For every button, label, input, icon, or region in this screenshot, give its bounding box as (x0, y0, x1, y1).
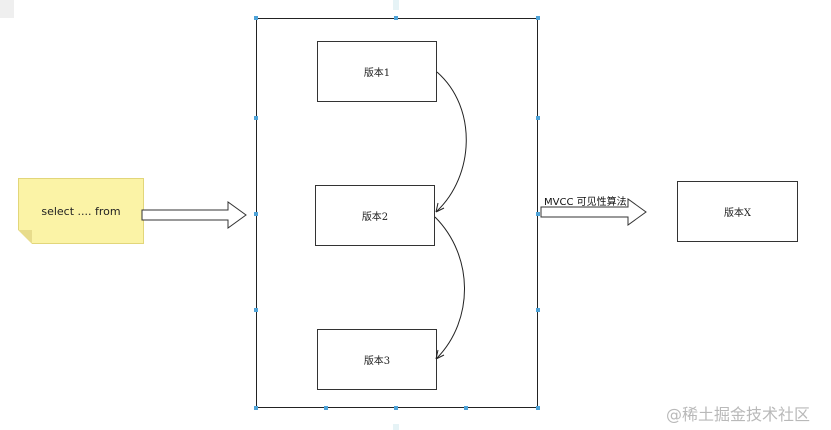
resize-handle-tl[interactable] (254, 16, 258, 20)
curve-arrowhead-v2 (435, 202, 445, 213)
resize-handle-b1[interactable] (324, 406, 328, 410)
resize-handle-l1[interactable] (254, 116, 258, 120)
version-x-label: 版本X (723, 208, 752, 219)
resize-handle-r1[interactable] (536, 116, 540, 120)
version-3-box[interactable]: 版本3 (317, 329, 437, 390)
resize-handle-r2[interactable] (536, 308, 540, 312)
curve-arrow-v2-v3 (434, 216, 465, 359)
query-arrow (141, 201, 247, 229)
query-note-text: select .... from (41, 204, 121, 218)
window-corner (0, 0, 14, 18)
resize-handle-br[interactable] (536, 406, 540, 410)
resize-handle-tr[interactable] (536, 16, 540, 20)
mvcc-arrow-label: MVCC 可见性算法 (544, 197, 627, 208)
watermark: @稀土掘金技术社区 (666, 405, 811, 424)
version-1-label: 版本1 (363, 68, 391, 79)
curve-arrowhead-v3 (435, 349, 445, 360)
query-note[interactable]: select .... from (18, 178, 144, 244)
version-2-box[interactable]: 版本2 (315, 185, 435, 246)
version-x-box[interactable]: 版本X (677, 181, 798, 242)
note-fold-corner (18, 230, 32, 244)
version-2-label: 版本2 (361, 212, 389, 223)
version-3-label: 版本3 (363, 356, 391, 367)
resize-handle-tm[interactable] (394, 16, 398, 20)
resize-handle-bl[interactable] (254, 406, 258, 410)
resize-handle-lm[interactable] (254, 212, 258, 216)
version-1-box[interactable]: 版本1 (317, 41, 437, 102)
resize-handle-rm[interactable] (536, 212, 540, 216)
top-guide (393, 0, 399, 10)
resize-handle-b2[interactable] (464, 406, 468, 410)
curve-arrow-v1-v2 (436, 71, 467, 212)
resize-handle-bm[interactable] (394, 406, 398, 410)
bottom-guide (393, 424, 399, 430)
mvcc-arrow (540, 198, 647, 226)
resize-handle-l2[interactable] (254, 308, 258, 312)
